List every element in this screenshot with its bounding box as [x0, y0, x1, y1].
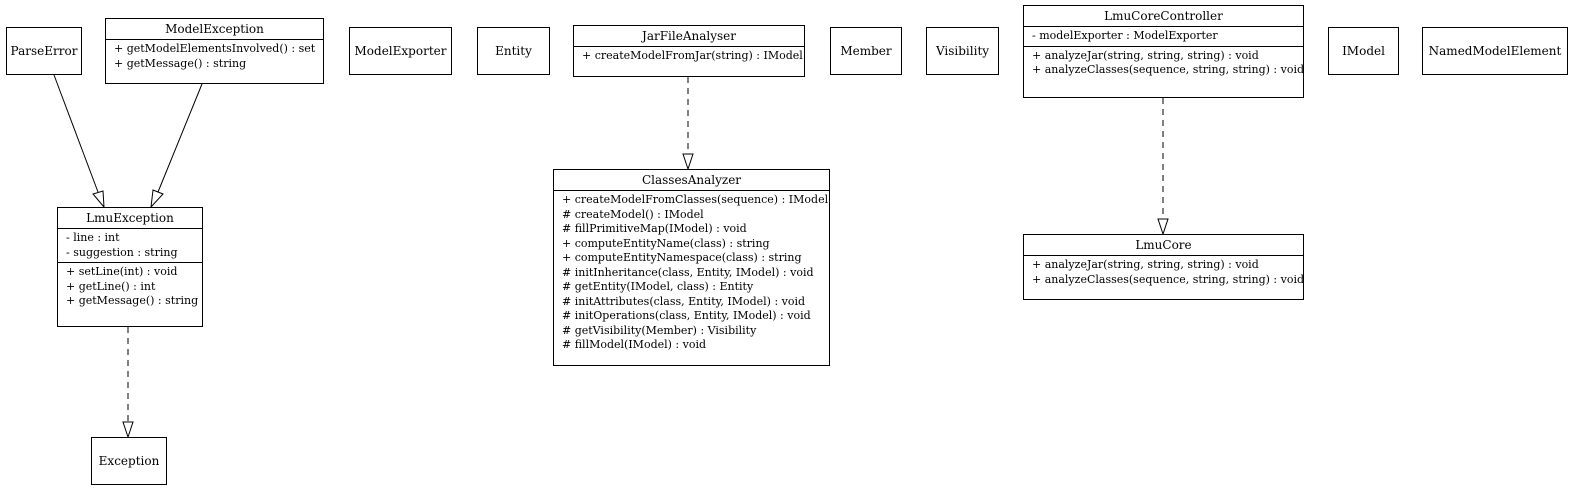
class-jarfileanalyser: JarFileAnalyser + createModelFromJar(str…	[573, 25, 805, 77]
method: + getMessage() : string	[114, 56, 247, 70]
method: # initOperations(class, Entity, IModel) …	[562, 309, 811, 322]
method: # createModel() : IModel	[562, 207, 704, 221]
method: # getEntity(IModel, class) : Entity	[562, 280, 754, 293]
methods-compartment: + setLine(int) : void + getLine() : int …	[58, 262, 202, 311]
edge-modelexception-lmuexception	[157, 83, 203, 193]
method: + analyzeJar(string, string, string) : v…	[1032, 258, 1259, 271]
method: + getMessage() : string	[66, 294, 199, 307]
class-lmuexception: LmuException - line : int - suggestion :…	[57, 207, 203, 327]
class-name: ParseError	[10, 44, 78, 58]
method: + computeEntityName(class) : string	[562, 236, 770, 250]
method: + createModelFromClasses(sequence) : IMo…	[562, 193, 829, 206]
arrowhead-modelexception-lmuexception	[150, 189, 164, 209]
method: + analyzeJar(string, string, string) : v…	[1032, 48, 1259, 62]
edge-parseerror-lmuexception	[53, 74, 99, 193]
attribute: - suggestion : string	[66, 245, 178, 259]
methods-compartment: + createModelFromJar(string) : IModel	[574, 46, 804, 66]
arrowhead-jarfileanalyser-classesanalyzer	[682, 153, 694, 171]
methods-compartment: + getModelElementsInvolved() : set + get…	[106, 39, 323, 73]
attribute: - line : int	[66, 231, 120, 244]
class-modelexception: ModelException + getModelElementsInvolve…	[105, 18, 324, 84]
class-modelexporter: ModelExporter	[349, 27, 452, 75]
class-visibility: Visibility	[926, 27, 999, 75]
arrowhead-parseerror-lmuexception	[92, 190, 105, 209]
methods-compartment: + createModelFromClasses(sequence) : IMo…	[554, 190, 829, 355]
class-name: ClassesAnalyzer	[641, 173, 742, 187]
class-parseerror: ParseError	[6, 27, 82, 75]
method: + createModelFromJar(string) : IModel	[582, 49, 803, 62]
class-name: LmuCoreController	[1104, 9, 1223, 23]
class-name: LmuCore	[1135, 238, 1192, 252]
method: # fillModel(IModel) : void	[562, 338, 707, 351]
class-name: Visibility	[935, 44, 990, 58]
class-entity: Entity	[477, 27, 550, 75]
method: + computeEntityNamespace(class) : string	[562, 251, 802, 264]
class-name: ModelException	[165, 22, 264, 36]
class-name: LmuException	[86, 211, 174, 225]
class-exception: Exception	[91, 437, 167, 485]
class-member: Member	[830, 27, 902, 75]
class-name: Entity	[495, 44, 532, 58]
method: # getVisibility(Member) : Visibility	[562, 323, 757, 337]
class-namedmodelelement: NamedModelElement	[1422, 27, 1568, 75]
attributes-compartment: - line : int - suggestion : string	[58, 228, 202, 262]
class-name: JarFileAnalyser	[642, 29, 736, 43]
class-name: NamedModelElement	[1428, 44, 1562, 58]
attribute: - modelExporter : ModelExporter	[1032, 29, 1218, 42]
method: # initAttributes(class, Entity, IModel) …	[562, 294, 806, 308]
method: + analyzeClasses(sequence, string, strin…	[1032, 272, 1305, 286]
method: + getModelElementsInvolved() : set	[114, 42, 316, 55]
class-name: Member	[840, 44, 892, 58]
arrowhead-lmucorecontroller-lmucore	[1157, 218, 1169, 236]
method: + analyzeClasses(sequence, string, strin…	[1032, 63, 1305, 76]
class-lmucore: LmuCore + analyzeJar(string, string, str…	[1023, 234, 1304, 300]
arrowhead-lmuexception-exception	[122, 421, 134, 439]
methods-compartment: + analyzeJar(string, string, string) : v…	[1024, 45, 1305, 80]
class-name: IModel	[1342, 44, 1385, 58]
methods-compartment: + analyzeJar(string, string, string) : v…	[1024, 255, 1305, 289]
class-lmucorecontroller: LmuCoreController - modelExporter : Mode…	[1023, 5, 1304, 98]
attributes-compartment: - modelExporter : ModelExporter	[1024, 26, 1303, 46]
class-name: Exception	[98, 454, 160, 468]
method: + getLine() : int	[66, 279, 156, 293]
method: # fillPrimitiveMap(IModel) : void	[562, 222, 747, 235]
method: # initInheritance(class, Entity, IModel)…	[562, 265, 814, 279]
class-name: ModelExporter	[354, 44, 447, 58]
class-imodel: IModel	[1328, 27, 1399, 75]
class-classesanalyzer: ClassesAnalyzer + createModelFromClasses…	[553, 169, 830, 366]
method: + setLine(int) : void	[66, 265, 178, 278]
